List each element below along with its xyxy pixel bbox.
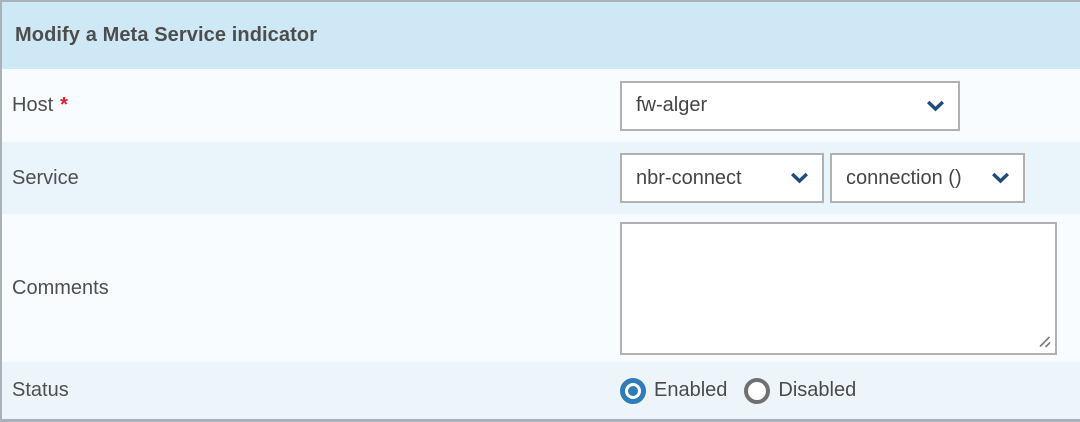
metric-select-value: connection () [846, 166, 962, 189]
chevron-down-icon [791, 172, 808, 184]
service-label-text: Service [12, 166, 79, 189]
status-control-cell: Enabled Disabled [620, 377, 1080, 404]
chevron-down-icon [927, 100, 944, 111]
comments-label: Comments [2, 277, 620, 300]
host-label: Host * [2, 94, 620, 117]
comments-textarea[interactable] [620, 221, 1057, 355]
host-select-value: fw-alger [636, 94, 708, 116]
service-label: Service [2, 167, 620, 190]
status-label-text: Status [12, 379, 69, 401]
radio-selected-icon[interactable] [620, 377, 646, 404]
host-row: Host * fw-alger [2, 69, 1080, 142]
status-option-disabled[interactable]: Disabled [744, 377, 857, 404]
radio-unselected-icon[interactable] [744, 377, 771, 404]
status-row: Status Enabled Disabled [2, 362, 1080, 419]
service-row: Service nbr-connect connection () [2, 142, 1080, 214]
host-label-text: Host [12, 94, 54, 116]
status-label: Status [2, 379, 620, 402]
host-control-cell: fw-alger [620, 80, 1080, 131]
comments-control-cell [620, 221, 1080, 355]
service-select-value: nbr-connect [636, 166, 742, 189]
status-enabled-label: Enabled [654, 379, 728, 401]
host-select[interactable]: fw-alger [620, 80, 960, 131]
form-header: Modify a Meta Service indicator [2, 2, 1080, 69]
chevron-down-icon [992, 172, 1009, 184]
status-option-enabled[interactable]: Enabled [620, 377, 728, 404]
service-control-cell: nbr-connect connection () [620, 153, 1080, 203]
service-select[interactable]: nbr-connect [620, 153, 824, 203]
metric-select[interactable]: connection () [830, 153, 1025, 203]
comments-label-text: Comments [12, 276, 109, 299]
status-disabled-label: Disabled [778, 379, 857, 401]
page-title: Modify a Meta Service indicator [15, 24, 318, 46]
comments-row: Comments [2, 214, 1080, 362]
status-radio-group: Enabled Disabled [620, 377, 857, 404]
required-asterisk: * [60, 94, 68, 116]
comments-textarea-wrap [620, 221, 1057, 355]
